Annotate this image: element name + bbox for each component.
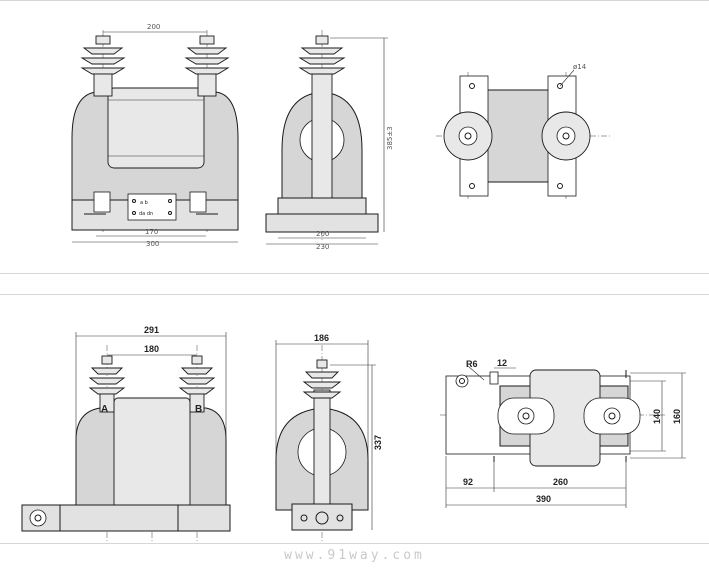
dim-180: 180: [144, 344, 159, 354]
top-drawing-panel: [0, 0, 709, 274]
dim-390: 390: [536, 494, 551, 504]
dim-337: 337: [373, 435, 383, 450]
plate-label-row2: da dn: [139, 211, 153, 217]
dim-300: 300: [146, 240, 159, 248]
top-plan-view: ø14: [436, 63, 610, 200]
dim-r6: R6: [466, 359, 478, 369]
watermark: www.91way.com: [284, 548, 425, 563]
dim-385: 385±3: [386, 126, 394, 150]
dim-200-top: 200: [147, 23, 160, 31]
dim-92: 92: [463, 477, 473, 487]
bottom-front-view: A B 291 180: [21, 325, 231, 542]
terminal-plate: [127, 193, 177, 221]
dim-230: 230: [316, 243, 329, 251]
dim-291: 291: [144, 325, 159, 335]
dim-170: 170: [145, 228, 158, 236]
terminal-a-label: A: [101, 404, 108, 415]
dim-140: 140: [652, 409, 662, 424]
terminal-b-label: B: [195, 404, 202, 415]
dim-hole: ø14: [573, 63, 587, 71]
dim-160: 160: [672, 409, 682, 424]
dim-200-side: 200: [316, 230, 329, 238]
bottom-side-view: 186 337: [275, 333, 383, 542]
top-side-view: 385±3 200 230: [265, 30, 394, 251]
top-front-view: a b da dn 200 170 300: [71, 23, 239, 248]
dim-260: 260: [553, 477, 568, 487]
bottom-drawing-panel: [0, 294, 709, 544]
dim-186: 186: [314, 333, 329, 343]
plate-label-row1: a b: [140, 200, 148, 206]
bottom-plan-view: R6 12 140 160 92 260 390: [440, 358, 686, 508]
dim-12: 12: [497, 358, 507, 368]
